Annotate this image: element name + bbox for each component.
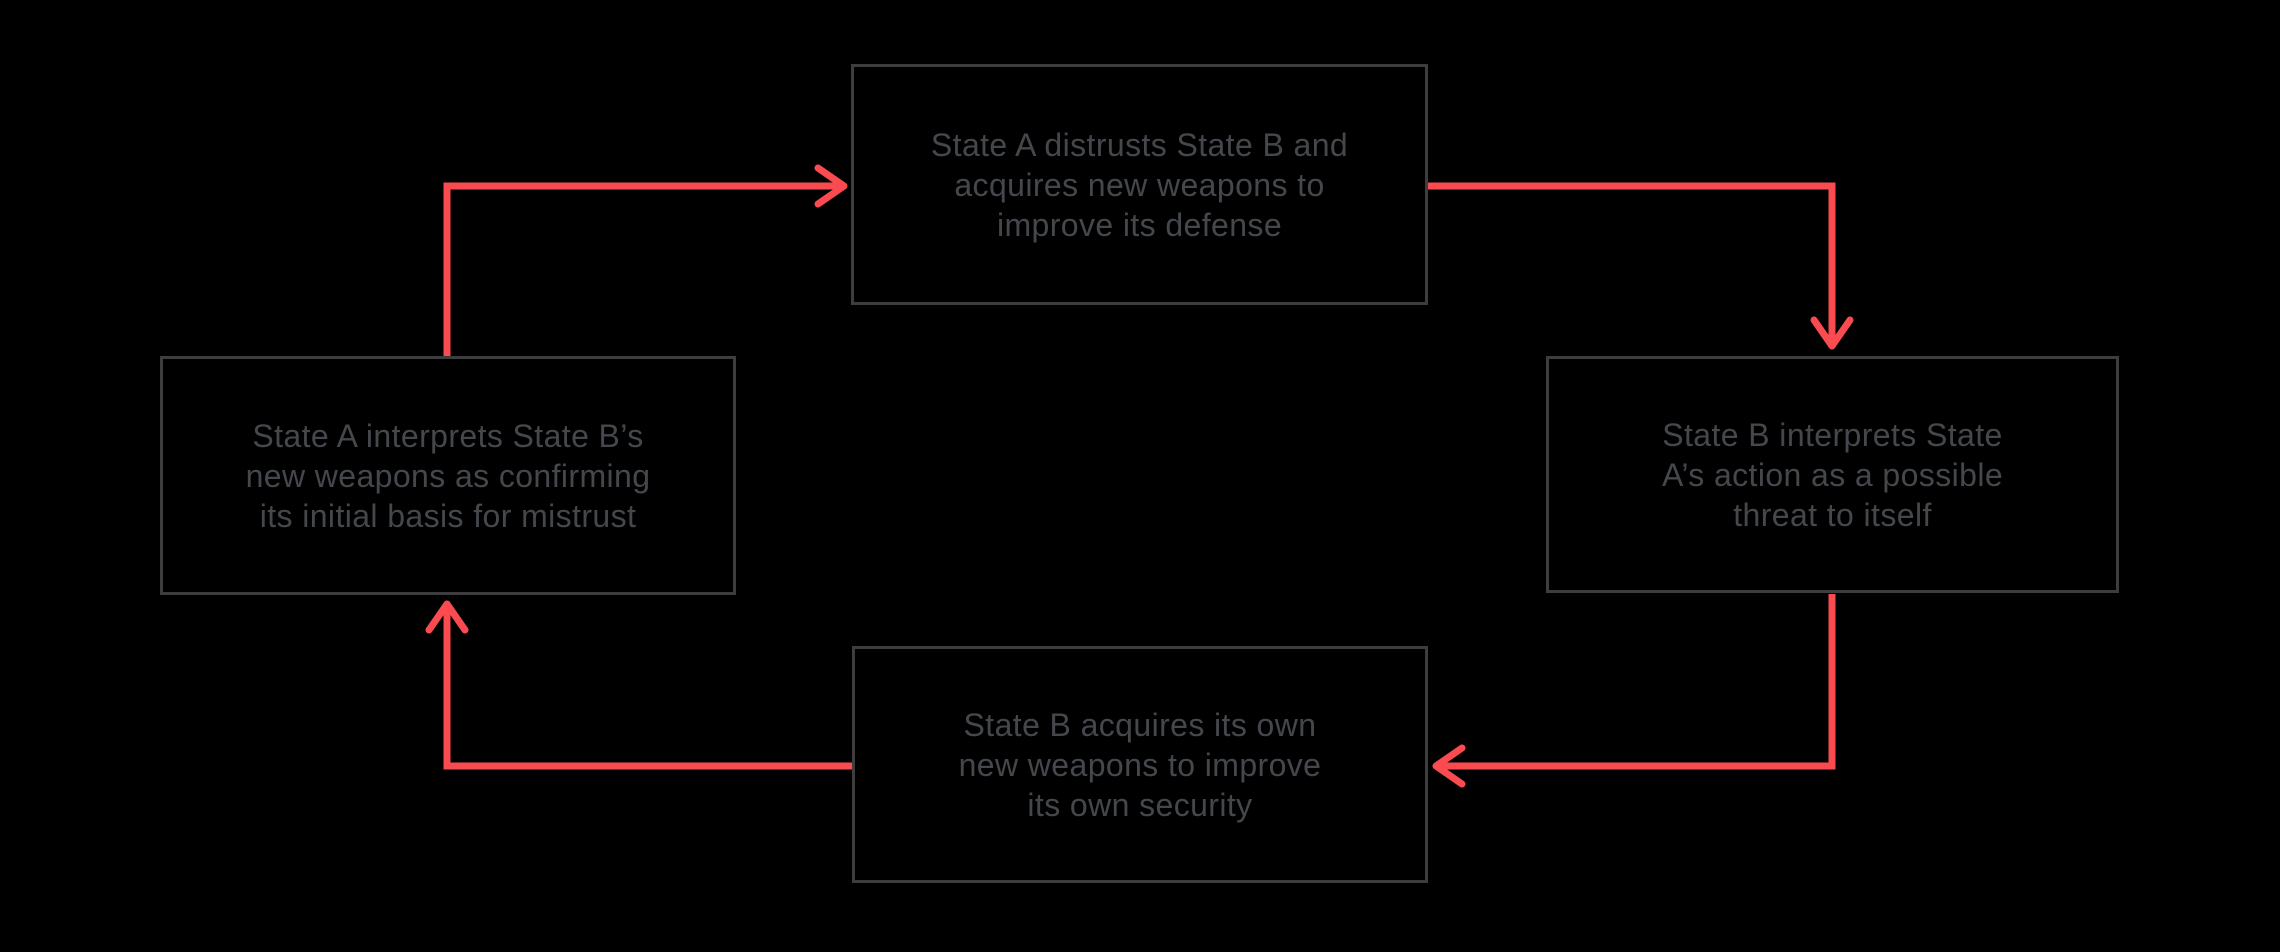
node-state-a-confirms-mistrust: State A interprets State B’s new weapons…: [160, 356, 736, 595]
arrow-bottom-to-left: [425, 600, 852, 770]
node-label: State B acquires its own new weapons to …: [958, 706, 1322, 823]
arrowhead-down-icon: [1810, 316, 1854, 350]
node-label: State B interprets State A’s action as a…: [1661, 416, 2004, 533]
arrow-top-to-right: [1428, 182, 1854, 350]
arrowhead-up-icon: [425, 600, 469, 634]
node-state-a-distrusts: State A distrusts State B and acquires n…: [851, 64, 1428, 305]
arrow-shaft: [443, 610, 852, 770]
node-label: State A distrusts State B and acquires n…: [930, 126, 1349, 243]
arrowhead-right-icon: [814, 164, 848, 208]
arrow-right-to-bottom: [1432, 594, 1836, 788]
arrow-shaft: [1428, 182, 1836, 340]
node-state-b-acquires: State B acquires its own new weapons to …: [852, 646, 1428, 883]
node-state-b-interprets: State B interprets State A’s action as a…: [1546, 356, 2119, 593]
arrow-shaft: [443, 182, 838, 356]
arrow-shaft: [1442, 594, 1836, 770]
arrow-left-to-top: [443, 164, 848, 356]
arrowhead-left-icon: [1432, 744, 1466, 788]
node-label: State A interprets State B’s new weapons…: [245, 417, 651, 534]
